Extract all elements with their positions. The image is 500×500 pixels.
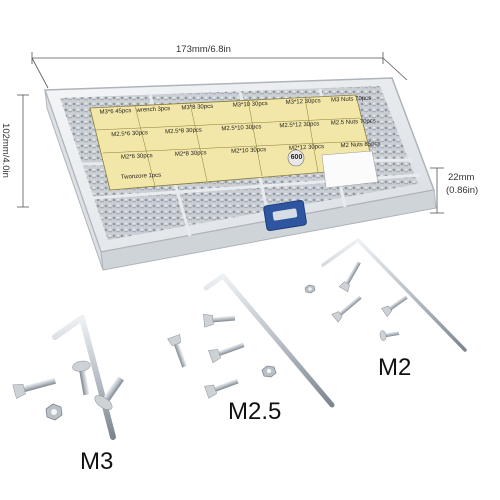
contents-label [89, 94, 379, 191]
m25-size-label: M2.5 [228, 398, 282, 425]
warning-sticker [321, 150, 379, 189]
m2-size-label: M2 [378, 354, 412, 381]
m2-hex-wrench [321, 238, 467, 352]
height-dimension-line [17, 94, 29, 208]
count-badge [287, 149, 305, 167]
m3-size-label: M3 [80, 448, 114, 475]
width-dimension-line [31, 52, 408, 89]
m25-screws [167, 313, 277, 399]
m3-screws [12, 360, 124, 421]
depth-dimension-label-mm: 22mm [448, 172, 475, 183]
label-badge-text: 600 [290, 154, 303, 161]
depth-dimension-line [430, 167, 444, 214]
height-dimension-label: 102mm/4.0in [0, 123, 11, 178]
m25-hex-wrench [203, 273, 335, 408]
depth-dimension-label-in: (0.86in) [446, 185, 479, 196]
width-dimension-label: 173mm/6.8in [176, 44, 231, 55]
m2-screws [304, 261, 408, 341]
